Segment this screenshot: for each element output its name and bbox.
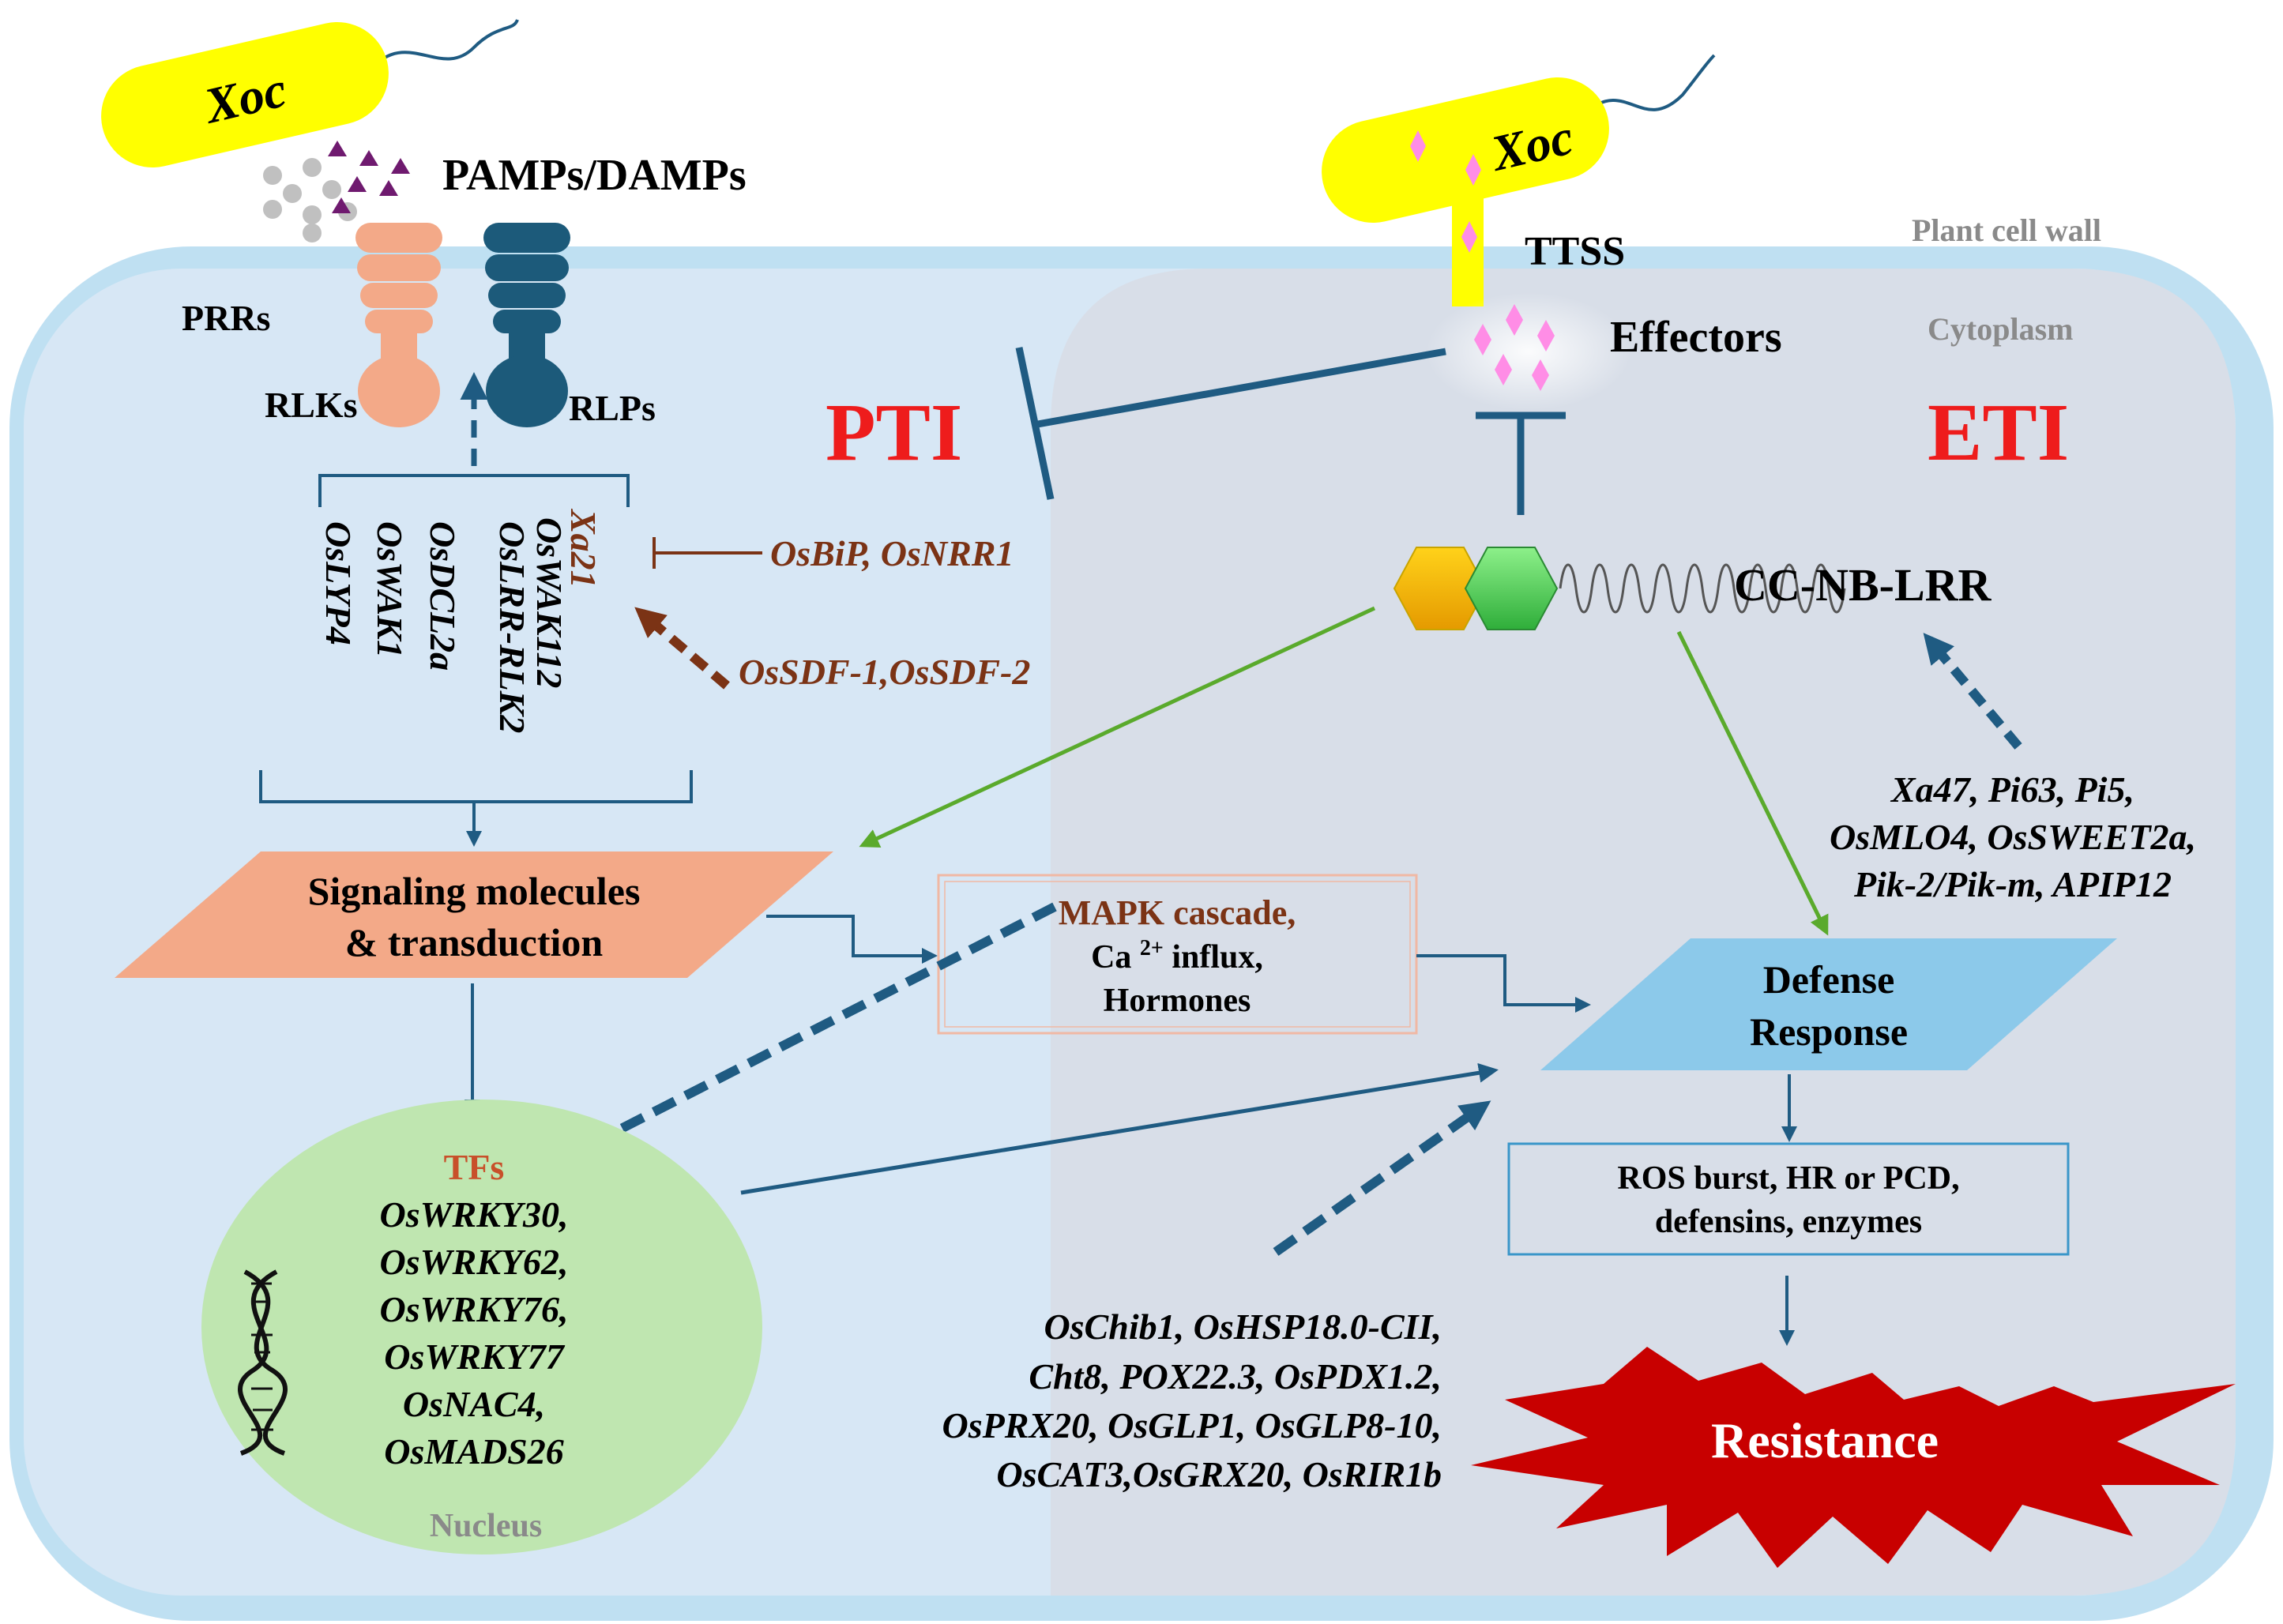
- ossdf-activation-arrow: [634, 607, 730, 690]
- ros-box: [1507, 1142, 2070, 1256]
- ros-line2: defensins, enzymes: [1655, 1204, 1922, 1240]
- receptor-gene: OsWAK112: [529, 517, 570, 688]
- ccnblrr-to-signaling-arrow: [859, 606, 1376, 848]
- ttss-label: TTSS: [1525, 229, 1625, 274]
- tf-gene: OsMADS26: [384, 1431, 564, 1472]
- ccnblrr-to-defense-arrow: [1676, 630, 1829, 936]
- receptor-gene: Xa21: [563, 508, 604, 588]
- defense-gene-line: Cht8, POX22.3, OsPDX1.2,: [1029, 1356, 1442, 1397]
- r-gene-line: Pik-2/Pik-m, APIP12: [1853, 864, 2172, 904]
- r-gene-line: Xa47, Pi63, Pi5,: [1890, 769, 2134, 810]
- rlks-label: RLKs: [265, 385, 358, 425]
- tfs-to-defense-arrow: [740, 1062, 1499, 1195]
- lrr-domain-coil: [1559, 563, 1846, 614]
- mapk-box-inner: [944, 881, 1411, 1028]
- receptor-gene: OsWAK1: [370, 521, 410, 658]
- rlps-label: RLPs: [569, 388, 656, 428]
- plant-cell-wall-label: Plant cell wall: [1912, 212, 2101, 248]
- signaling-line1: Signaling molecules: [308, 869, 641, 913]
- tf-gene: OsNAC4,: [403, 1384, 545, 1424]
- effectors-label: Effectors: [1610, 313, 1782, 362]
- signaling-line2: & transduction: [345, 920, 604, 964]
- tfs-title: TFs: [444, 1147, 505, 1187]
- defense-gene-line: OsChib1, OsHSP18.0-CII,: [1044, 1306, 1442, 1347]
- defense-gene-list: OsChib1, OsHSP18.0-CII, Cht8, POX22.3, O…: [942, 1306, 1442, 1494]
- dna-helix-icon: [238, 1269, 288, 1456]
- defense-gene-line: OsCAT3,OsGRX20, OsRIR1b: [996, 1454, 1442, 1494]
- tf-gene: OsWRKY62,: [380, 1242, 569, 1282]
- r-gene-list: Xa47, Pi63, Pi5, OsMLO4, OsSWEET2a, Pik-…: [1830, 769, 2196, 904]
- r-genes-to-ccnblrr-arrow: [1923, 633, 2022, 750]
- mapk-line2-sup: 2+: [1140, 936, 1164, 960]
- defense-line1: Defense: [1763, 957, 1895, 1002]
- receptor-gene-list: Xa21 OsWAK112 OsLRR-RLK2 OsDCL2a OsWAK1 …: [318, 508, 604, 733]
- bacterium-body-left: [101, 22, 389, 167]
- mapk-line2-rest: influx,: [1164, 939, 1263, 976]
- ros-line1: ROS burst, HR or PCD,: [1617, 1160, 1959, 1197]
- mapk-line3: Hormones: [1104, 983, 1251, 1019]
- effector-pti-inhibition-bar: [1015, 347, 1055, 500]
- resistance-starburst: [1471, 1347, 2236, 1568]
- pamps-label: PAMPs/DAMPs: [442, 151, 747, 200]
- tf-gene: OsWRKY77: [384, 1336, 565, 1377]
- xoc-bacterium-right: Xoc: [1322, 54, 1716, 306]
- nb-domain-hexagon: [1464, 547, 1559, 630]
- tf-gene: OsWRKY30,: [380, 1194, 569, 1235]
- receptor-bracket-top: [318, 474, 630, 507]
- nucleus: [201, 1100, 762, 1554]
- effector-particles: [1474, 304, 1555, 391]
- rlk-receptor: [355, 223, 442, 427]
- prrs-label: PRRs: [182, 298, 270, 338]
- mapk-line2-main: Ca: [1091, 939, 1140, 976]
- mapk-tfs-dashed-arrow: [552, 902, 1057, 1164]
- receptor-gene: OsLYP4: [318, 521, 359, 645]
- pti-label: PTI: [826, 387, 962, 478]
- xoc-bacterium-left: Xoc: [101, 19, 519, 167]
- cytoplasm-right: [1051, 269, 2236, 1596]
- defense-gene-line: OsPRX20, OsGLP1, OsGLP8-10,: [942, 1405, 1442, 1445]
- tf-gene: OsWRKY76,: [380, 1289, 569, 1329]
- inhibitor-genes-label: OsBiP, OsNRR1: [770, 533, 1014, 573]
- defense-line2: Response: [1750, 1009, 1908, 1054]
- signaling-to-mapk-arrow: [766, 915, 938, 964]
- cc-nb-lrr-protein: [1393, 547, 1846, 630]
- activator-genes-label: OsSDF-1,OsSDF-2: [739, 652, 1030, 692]
- resistance-label: Resistance: [1711, 1412, 1939, 1468]
- mapk-to-defense-arrow: [1416, 954, 1591, 1013]
- nucleus-label: Nucleus: [430, 1508, 542, 1544]
- rlp-receptor: [483, 223, 570, 427]
- receptor-gene: OsDCL2a: [423, 521, 463, 671]
- flagellum-right: [1586, 54, 1716, 112]
- defense-genes-arrow: [1273, 1100, 1491, 1256]
- signaling-molecules-box: [115, 851, 833, 978]
- defense-response-box: [1540, 938, 2117, 1070]
- effectors-glow: [1426, 292, 1631, 411]
- mapk-line2: Ca 2+ influx,: [1091, 936, 1263, 976]
- tf-gene-list: OsWRKY30, OsWRKY62, OsWRKY76, OsWRKY77 O…: [380, 1194, 569, 1472]
- pamps-particles: [263, 141, 410, 242]
- receptor-gene: OsLRR-RLK2: [492, 521, 532, 733]
- r-gene-line: OsMLO4, OsSWEET2a,: [1830, 817, 2196, 857]
- effector-pti-inhibition: [1032, 348, 1446, 429]
- cytoplasm-label: Cytoplasm: [1928, 311, 2073, 347]
- mapk-line1: MAPK cascade,: [1059, 893, 1296, 932]
- bacterium-body-right: [1322, 77, 1609, 223]
- cc-nb-lrr-label: CC-NB-LRR: [1734, 559, 1992, 611]
- eti-label: ETI: [1928, 387, 2069, 478]
- flagellum-left: [374, 19, 519, 66]
- receptor-bracket-bottom: [259, 770, 693, 803]
